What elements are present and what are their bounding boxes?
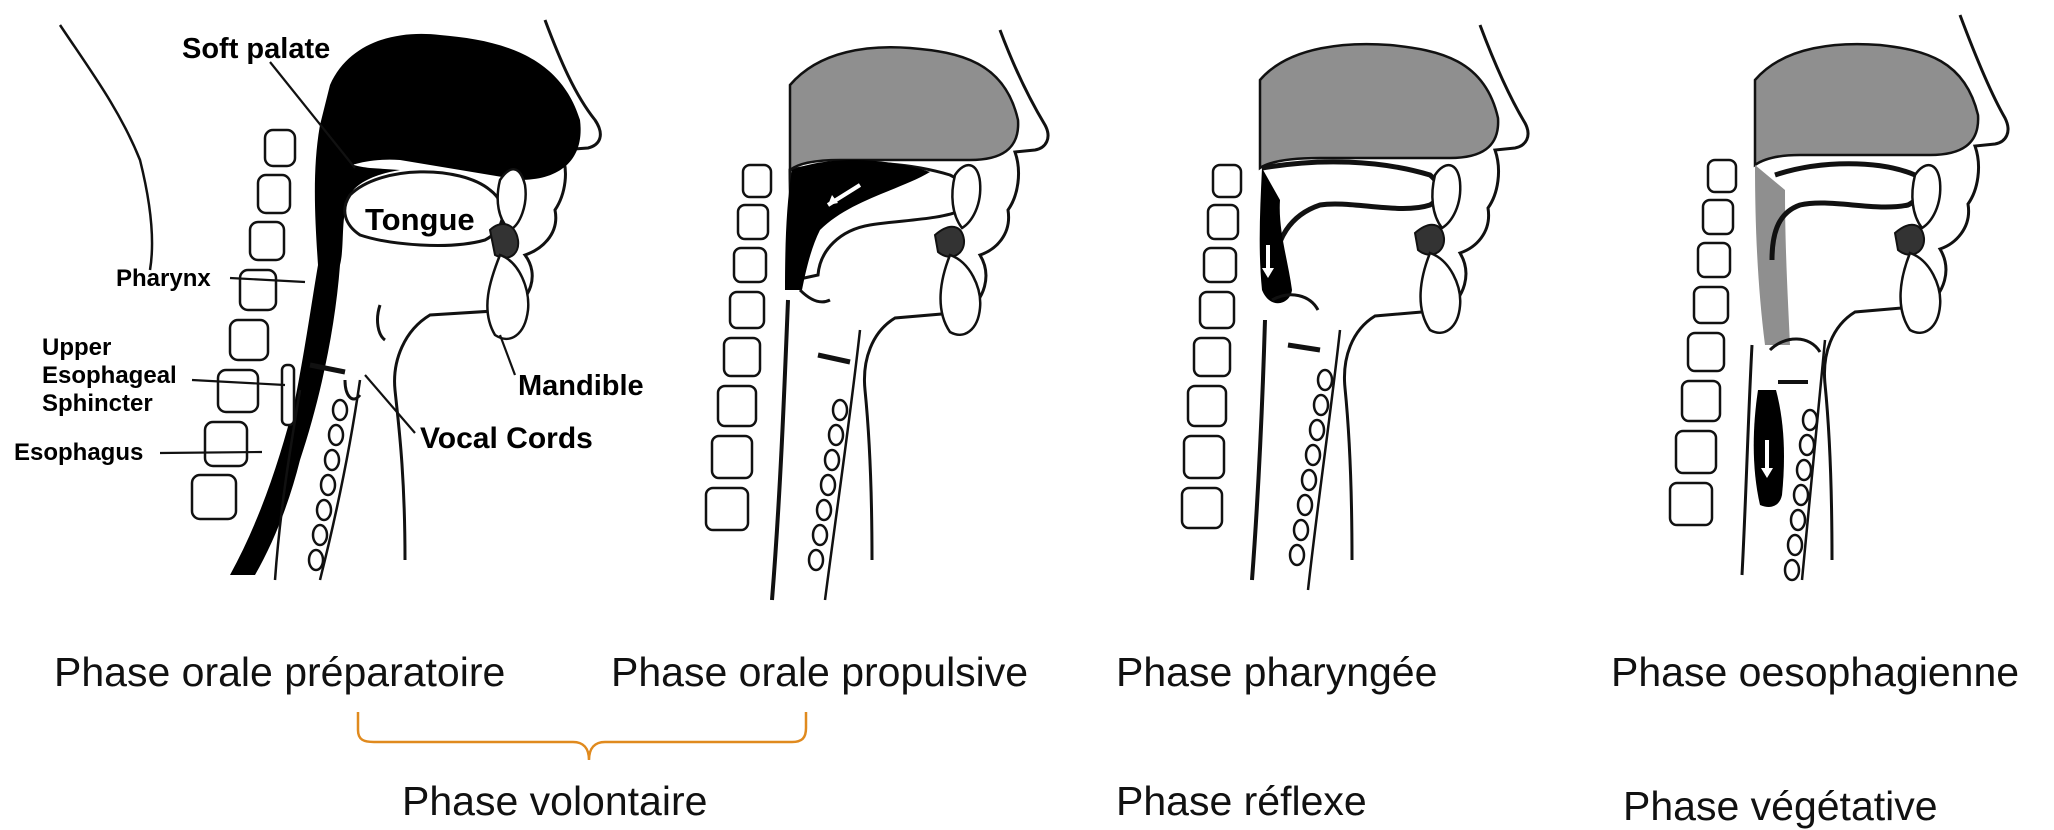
caption-phase-orale-preparatoire: Phase orale préparatoire	[54, 652, 505, 693]
label-mandible: Mandible	[518, 370, 644, 402]
label-soft-palate: Soft palate	[182, 33, 330, 65]
caption-phase-oesophagienne: Phase oesophagienne	[1611, 652, 2019, 693]
label-vocal-cords: Vocal Cords	[420, 422, 593, 455]
label-tongue: Tongue	[365, 202, 475, 237]
panel-pharyngeal	[1182, 25, 1528, 590]
group-phase-reflexe: Phase réflexe	[1116, 781, 1367, 822]
group-phase-volontaire: Phase volontaire	[402, 781, 707, 822]
label-ues-line3: Sphincter	[42, 390, 153, 417]
label-ues-line2: Esophageal	[42, 362, 177, 389]
group-phase-vegetative: Phase végétative	[1623, 786, 1938, 827]
voluntary-phase-bracket	[358, 712, 806, 760]
label-pharynx: Pharynx	[116, 265, 211, 292]
label-ues-line1: Upper	[42, 334, 111, 361]
panel-oral-preparatory: Soft palate Tongue Pharynx Upper Esophag…	[14, 20, 644, 580]
caption-phase-orale-propulsive: Phase orale propulsive	[611, 652, 1028, 693]
panel-oral-propulsive	[706, 30, 1048, 600]
caption-phase-pharyngee: Phase pharyngée	[1116, 652, 1437, 693]
label-esophagus: Esophagus	[14, 439, 143, 466]
panel-oesophageal	[1670, 15, 2008, 580]
